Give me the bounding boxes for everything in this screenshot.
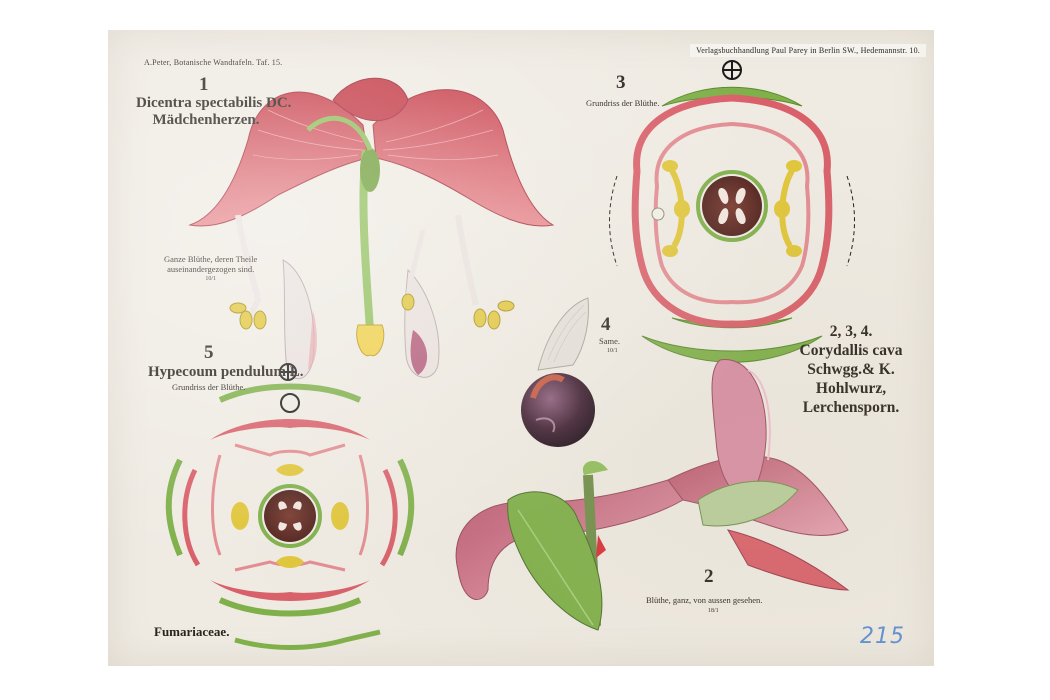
series-label: A.Peter, Botanische Wandtafeln. Taf. 15. — [144, 58, 283, 67]
corydalis-title: 2, 3, 4. Corydallis cava Schwgg.& K. Hoh… — [786, 322, 916, 417]
seed-illustration — [521, 297, 595, 447]
fig4-number: 4 — [601, 314, 611, 335]
floral-symbol-icon — [279, 363, 297, 381]
fig1-caption-line1: Ganze Blüthe, deren Theile — [164, 254, 258, 264]
family-label: Fumariaceae. — [154, 624, 230, 639]
fig4-scale: 10/1 — [607, 348, 618, 354]
hypecoum-floral-diagram — [165, 383, 415, 650]
fig5-number: 5 — [204, 342, 214, 363]
fig3-number: 3 — [616, 72, 626, 93]
fig1-caption: Ganze Blüthe, deren Theile auseinanderge… — [164, 254, 257, 284]
fig1-title-line1: Dicentra spectabilis DC. — [136, 95, 292, 111]
publisher-label: Verlagsbuchhandlung Paul Parey in Berlin… — [690, 44, 926, 57]
corydalis-floral-diagram — [609, 60, 855, 363]
fig1-title-line2: Mädchenherzen. — [152, 112, 260, 128]
fig1-scale: 10/1 — [205, 276, 216, 282]
dicentra-flower-illustration — [188, 77, 555, 380]
fig2-scale: 18/1 — [708, 608, 719, 614]
fig1-caption-line2: auseinandergezogen sind. — [167, 264, 255, 274]
fig5-caption: Grundriss der Blüthe. — [172, 382, 246, 392]
fig2-number: 2 — [704, 566, 714, 587]
corydalis-line4: Lerchensporn. — [802, 399, 900, 416]
botanical-plate: A.Peter, Botanische Wandtafeln. Taf. 15.… — [108, 30, 934, 666]
fig1-title: Dicentra spectabilis DC. Mädchenherzen. — [136, 95, 292, 129]
fig5-title: Hypecoum pendulum L. — [148, 364, 304, 380]
corydalis-line2: Schwgg.& K. — [807, 361, 895, 378]
fig3-caption: Grundriss der Blüthe. — [586, 98, 660, 108]
fig2-caption: Blüthe, ganz, von aussen gesehen. — [646, 595, 763, 605]
corydalis-numbers: 2, 3, 4. — [829, 323, 873, 340]
corydalis-line3: Hohlwurz, — [815, 380, 887, 397]
corydalis-line1: Corydallis cava — [799, 342, 903, 359]
fig4-caption: Same. — [599, 336, 621, 346]
fig1-number: 1 — [199, 74, 209, 95]
plate-illustrations — [165, 60, 855, 650]
corydalis-flower-illustration — [455, 359, 850, 631]
pencil-mark: 215 — [860, 624, 905, 649]
